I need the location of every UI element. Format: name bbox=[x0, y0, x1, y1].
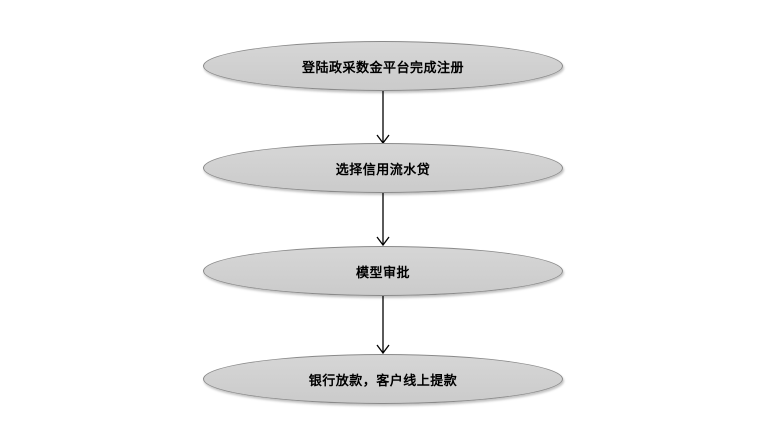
flow-node-model-approval: 模型审批 bbox=[203, 246, 563, 296]
flow-node-register-label: 登陆政采数金平台完成注册 bbox=[301, 59, 464, 75]
arrow-down-icon bbox=[376, 296, 390, 354]
flow-node-loan-withdraw-label: 银行放款，客户线上提款 bbox=[308, 372, 458, 388]
flow-node-loan-withdraw: 银行放款，客户线上提款 bbox=[203, 354, 563, 404]
flow-node-register: 登陆政采数金平台完成注册 bbox=[203, 41, 563, 91]
arrow-down-icon bbox=[376, 91, 390, 144]
flow-node-select-product-label: 选择信用流水贷 bbox=[335, 161, 431, 177]
flow-node-model-approval-label: 模型审批 bbox=[355, 264, 410, 280]
flow-node-select-product: 选择信用流水贷 bbox=[203, 143, 563, 193]
arrow-down-icon bbox=[376, 193, 390, 246]
